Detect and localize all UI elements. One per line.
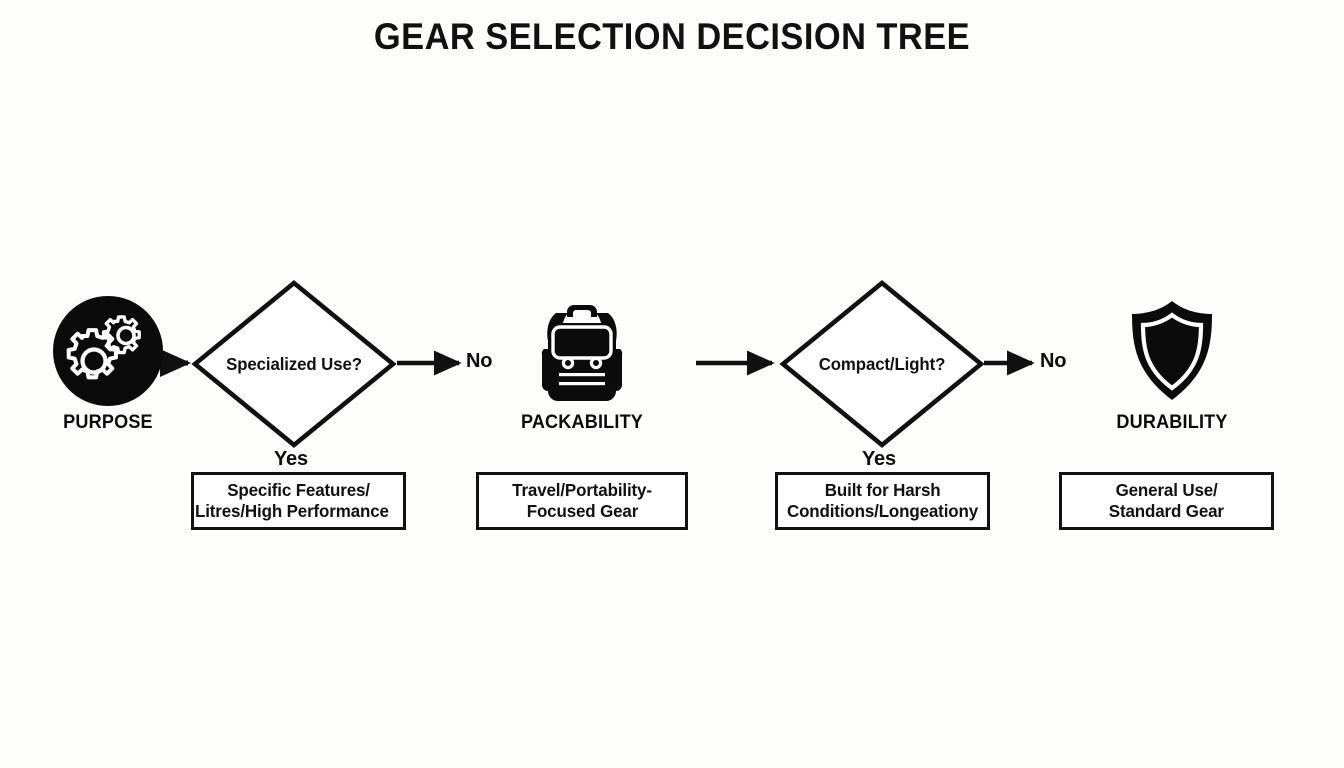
outcome-general-use[interactable]: General Use/ Standard Gear — [1059, 472, 1274, 530]
shield-icon — [1097, 296, 1247, 406]
decision-compact-light-label: Compact/Light? — [818, 353, 946, 374]
edge-label-decision1-no: No — [466, 350, 493, 372]
backpack-icon — [507, 296, 657, 406]
decision-specialized-use-label: Specialized Use? — [226, 353, 362, 374]
outcome-general-use-line1: General Use/ — [1115, 480, 1218, 501]
decision-compact-light[interactable]: Compact/Light? — [778, 278, 986, 450]
node-durability-label: DURABILITY — [1116, 412, 1228, 433]
edge-label-decision2-yes: Yes — [862, 448, 896, 470]
node-purpose[interactable]: PURPOSE — [33, 296, 183, 434]
outcome-built-for-harsh-line1: Built for Harsh — [824, 480, 941, 501]
edge-label-decision2-no: No — [1040, 350, 1067, 372]
node-durability[interactable]: DURABILITY — [1097, 296, 1247, 434]
outcome-general-use-line2: Standard Gear — [1108, 501, 1225, 521]
edge-label-decision1-yes: Yes — [274, 448, 308, 470]
outcome-specific-features-line2: Litres/High Performance — [194, 501, 389, 521]
node-packability[interactable]: PACKABILITY — [507, 296, 657, 434]
outcome-built-for-harsh-line2: Conditions/Longeationy — [786, 501, 979, 521]
outcome-travel-portability-line1: Travel/Portability- — [512, 480, 652, 501]
outcome-travel-portability-line2: Focused Gear — [526, 501, 638, 521]
outcome-built-for-harsh[interactable]: Built for Harsh Conditions/Longeationy — [775, 472, 990, 530]
gears-icon — [33, 296, 183, 406]
outcome-specific-features-line1: Specific Features/ — [227, 480, 370, 501]
decision-specialized-use[interactable]: Specialized Use? — [190, 278, 398, 450]
node-packability-label: PACKABILITY — [520, 412, 644, 433]
node-purpose-label: PURPOSE — [63, 412, 153, 433]
page-title: GEAR SELECTION DECISION TREE — [373, 16, 971, 57]
outcome-specific-features[interactable]: Specific Features/ Litres/High Performan… — [191, 472, 406, 530]
outcome-travel-portability[interactable]: Travel/Portability- Focused Gear — [476, 472, 688, 530]
